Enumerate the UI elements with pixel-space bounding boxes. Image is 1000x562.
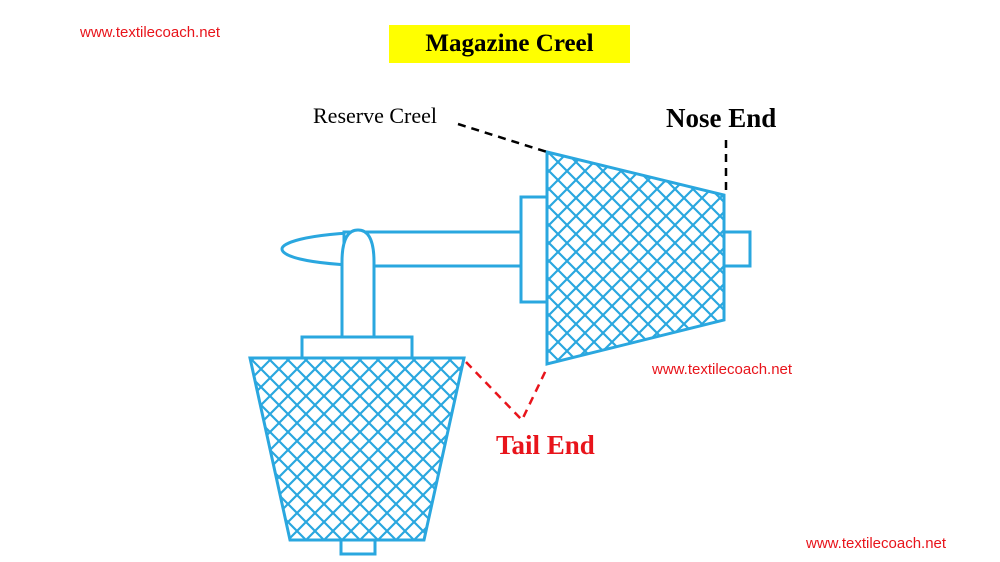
- running-package-cap: [300, 335, 414, 360]
- running-package: [248, 356, 466, 542]
- tail-end-label: Tail End: [496, 430, 595, 460]
- reserve-spindle-left: [519, 195, 549, 304]
- diagram-title: Magazine Creel: [425, 30, 594, 57]
- watermark-bottom-right: www.textilecoach.net: [806, 535, 947, 552]
- reserve-creel-leader: [457, 122, 548, 154]
- running-package-base: [339, 538, 377, 556]
- reserve-creel-label: Reserve Creel: [313, 103, 437, 128]
- reserve-spindle-right: [722, 230, 752, 268]
- reserve-package: [545, 150, 726, 366]
- nose-end-label: Nose End: [666, 103, 777, 133]
- watermark-top-left: www.textilecoach.net: [80, 24, 221, 41]
- title-box: Magazine Creel: [389, 25, 630, 63]
- vertical-peg: [340, 228, 376, 340]
- tail-end-leader: [465, 361, 549, 423]
- watermark-middle-right: www.textilecoach.net: [652, 361, 793, 378]
